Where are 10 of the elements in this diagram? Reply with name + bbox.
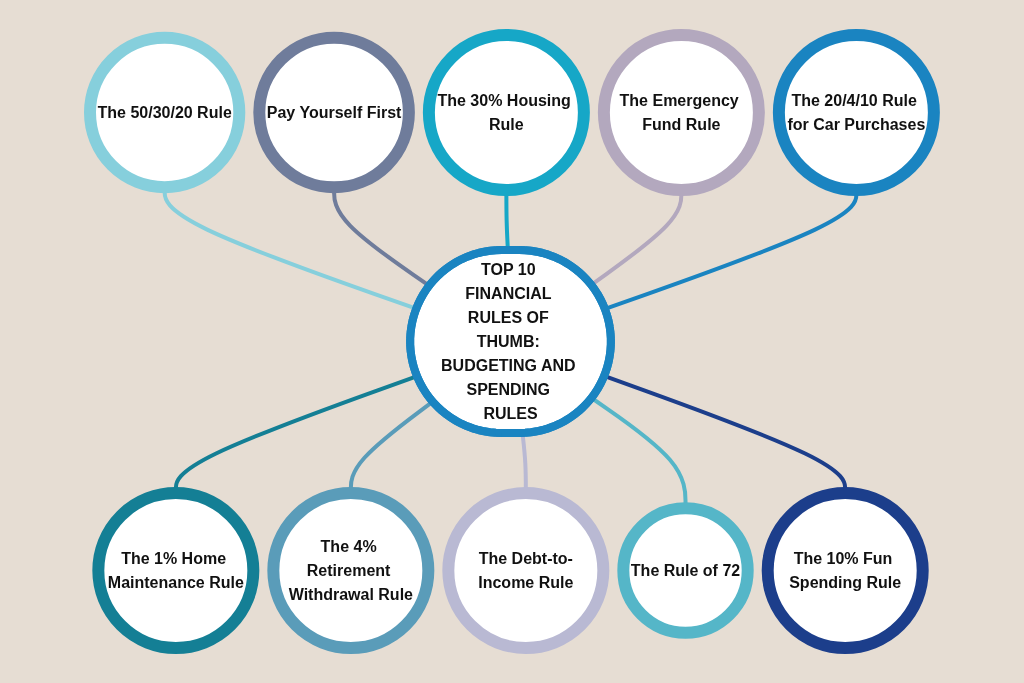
node-circle: The Rule of 72 (617, 502, 754, 639)
node-circle: The 1% Home Maintenance Rule (92, 487, 260, 654)
node-circle: The Emergency Fund Rule (597, 29, 765, 196)
node-circle: The 50/30/20 Rule (84, 31, 246, 194)
node-circle: The 10% Fun Spending Rule (761, 487, 929, 654)
node-circle: The 30% Housing Rule (422, 29, 590, 196)
node-circle: The 20/4/10 Rule for Car Purchases (772, 29, 940, 196)
node-circle: The 4% Retirement Withdrawal Rule (267, 487, 435, 654)
node-circle: Pay Yourself First (253, 31, 415, 194)
node-circle: The Debt-to-Income Rule (442, 487, 610, 654)
